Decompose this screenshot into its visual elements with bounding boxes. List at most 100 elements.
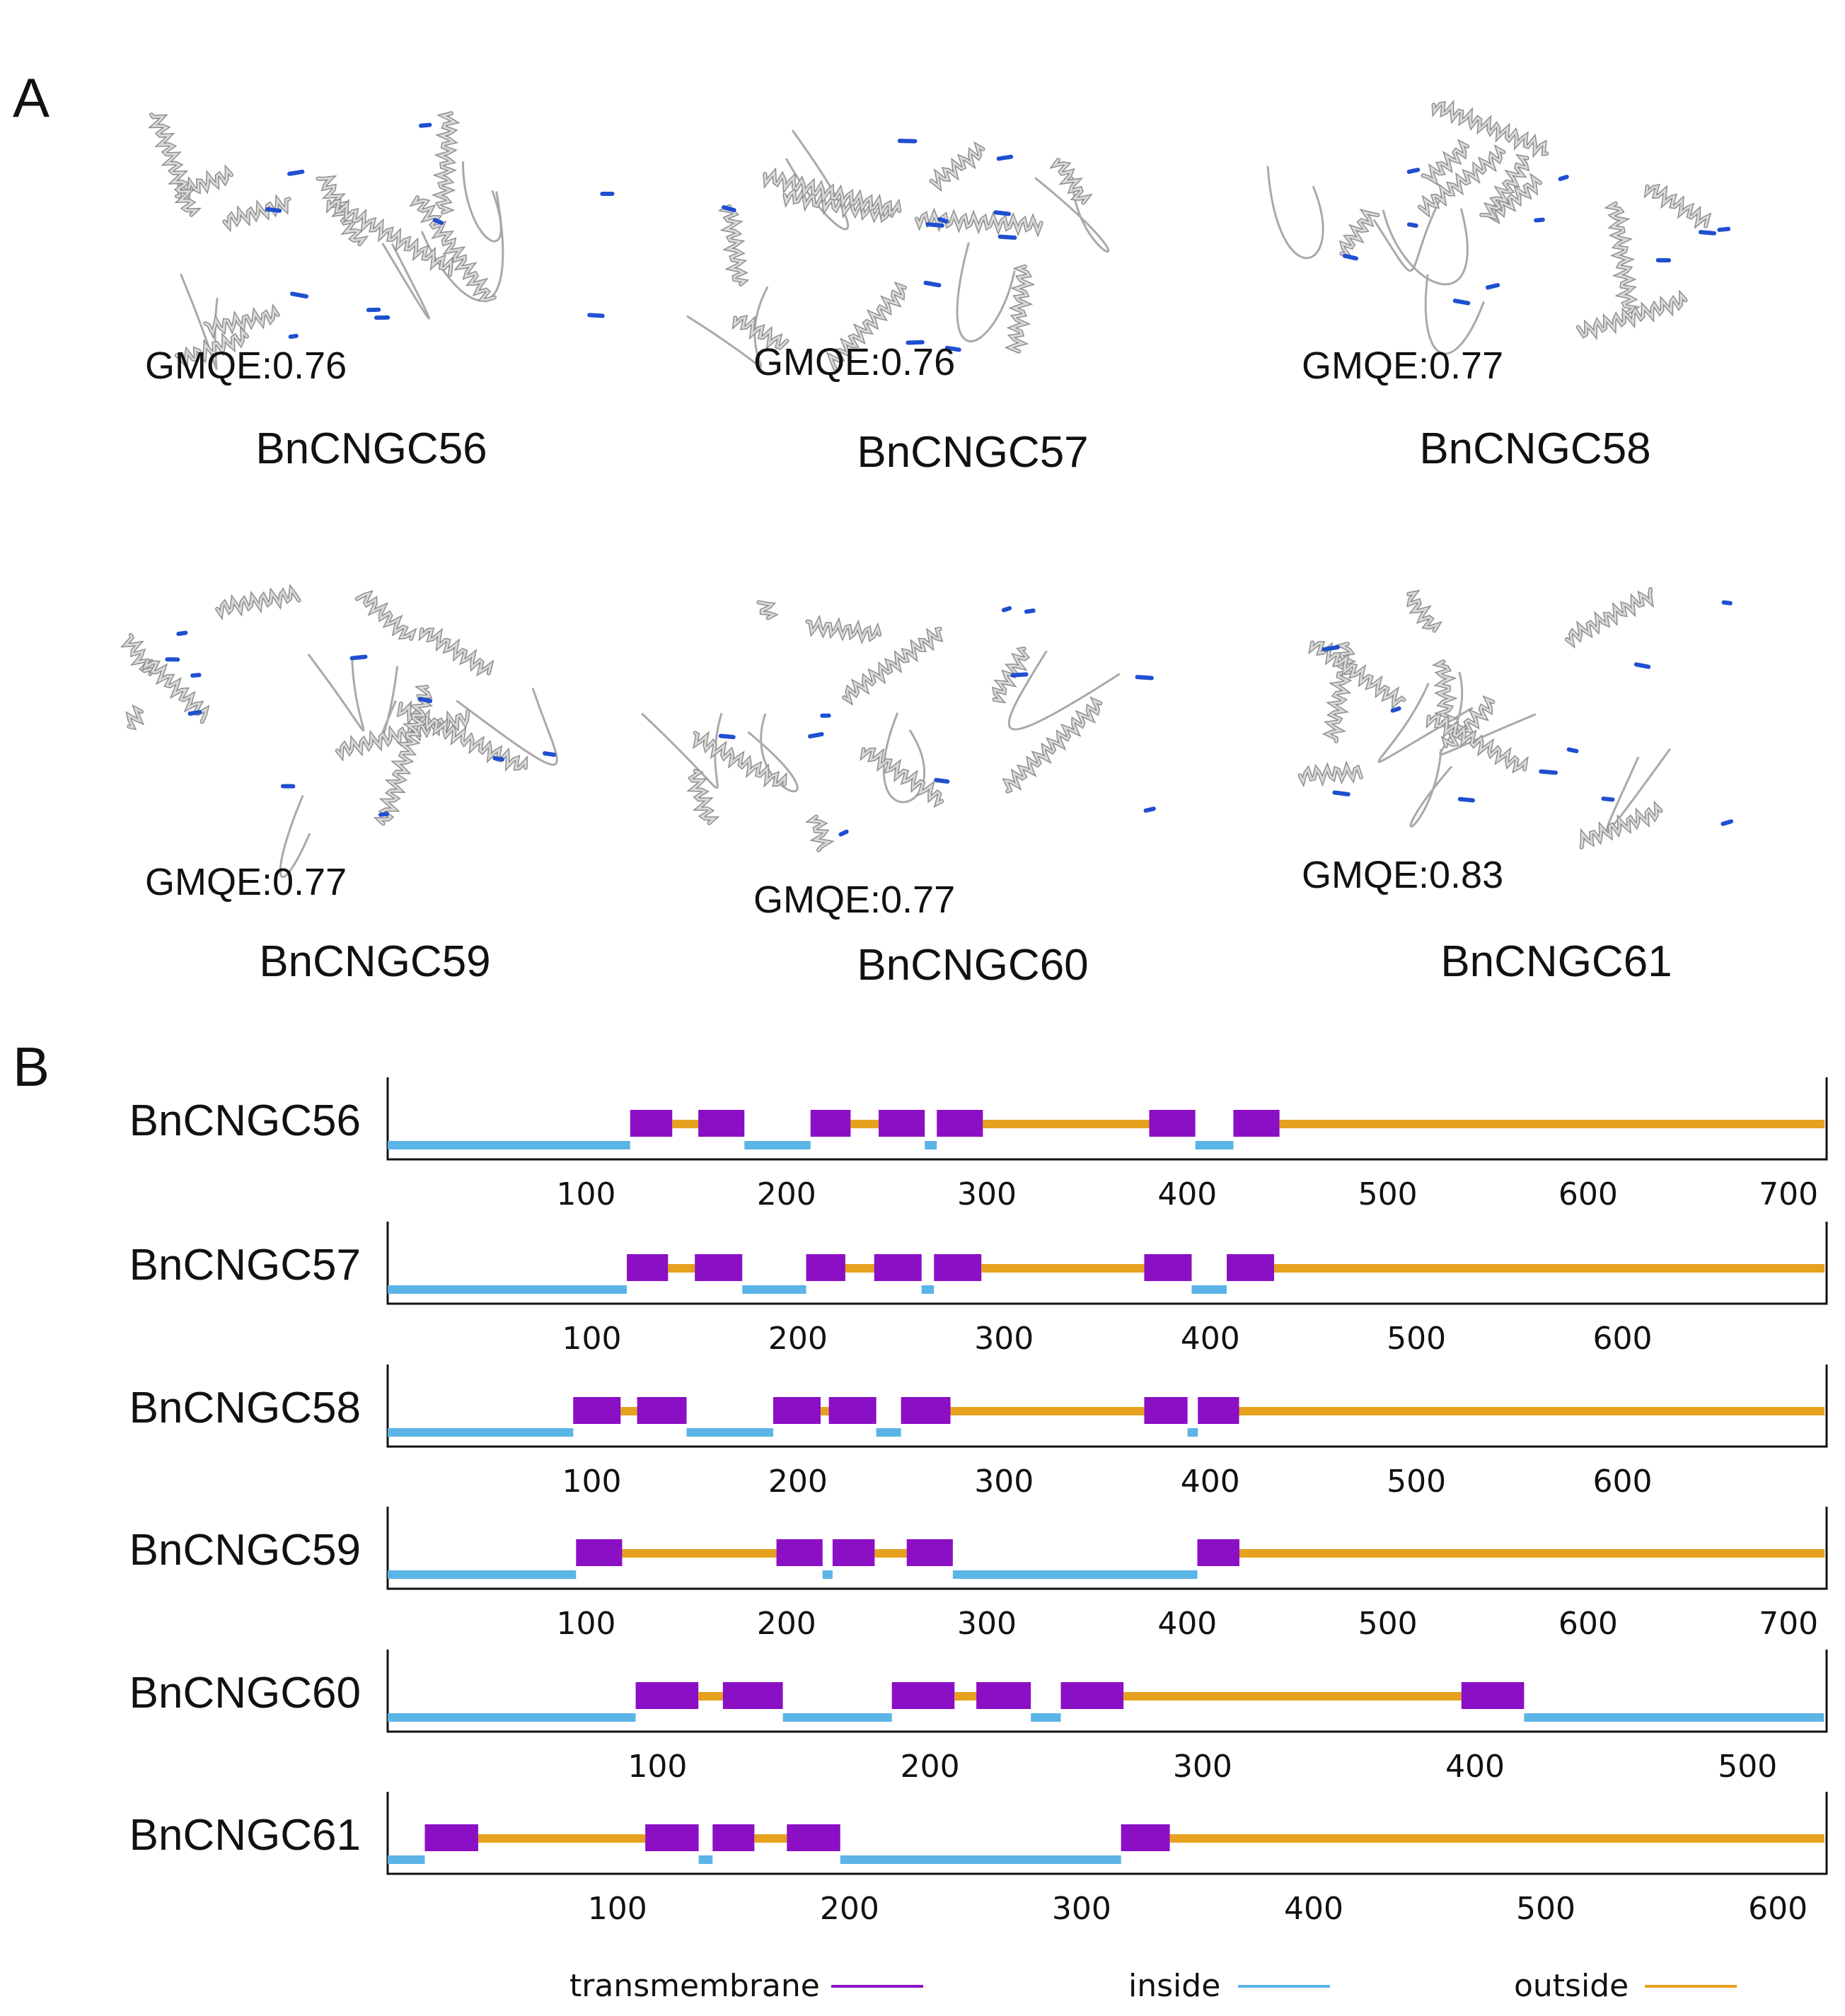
inside-segment [1031, 1713, 1061, 1722]
tick-label: 100 [588, 1891, 647, 1927]
inside-segment [822, 1570, 833, 1579]
tick-label: 500 [1387, 1321, 1446, 1357]
track-frame [386, 1792, 1828, 1875]
transmembrane-segment [810, 1110, 851, 1137]
transmembrane-segment [891, 1682, 955, 1709]
tick-label: 300 [1052, 1891, 1111, 1927]
gmqe-score: GMQE:0.77 [1302, 344, 1503, 387]
protein-ribbon-image [1266, 99, 1731, 355]
legend-label: outside [1514, 1968, 1629, 2004]
inside-segment [1195, 1141, 1234, 1149]
tick-label: 600 [1593, 1464, 1653, 1500]
transmembrane-segment [1233, 1110, 1280, 1137]
outside-segment [981, 1264, 1145, 1273]
inside-segment [744, 1141, 811, 1149]
transmembrane-segment [1197, 1539, 1239, 1566]
transmembrane-segment [1144, 1397, 1188, 1424]
transmembrane-segment [712, 1824, 755, 1851]
inside-segment [388, 1713, 636, 1722]
gmqe-score: GMQE:0.77 [753, 879, 955, 921]
tick-label: 500 [1358, 1606, 1418, 1642]
tick-label: 500 [1387, 1464, 1446, 1500]
inside-segment [742, 1285, 806, 1294]
outside-segment [874, 1549, 907, 1558]
tick-label: 200 [820, 1891, 879, 1927]
protein-ribbon-image [147, 111, 615, 371]
tick-label: 400 [1445, 1749, 1505, 1785]
transmembrane-segment [806, 1254, 845, 1281]
track-name: BnCNGC58 [129, 1384, 361, 1432]
inside-segment [388, 1570, 577, 1579]
transmembrane-segment [776, 1539, 823, 1566]
legend-label: inside [1128, 1968, 1220, 2004]
track-name: BnCNGC61 [129, 1811, 361, 1860]
transmembrane-segment [976, 1682, 1031, 1709]
inside-segment [921, 1285, 935, 1294]
tick-label: 600 [1593, 1321, 1653, 1357]
track-frame [386, 1077, 1828, 1161]
gmqe-score: GMQE:0.83 [1302, 854, 1503, 896]
transmembrane-segment [695, 1254, 743, 1281]
inside-segment [840, 1855, 1121, 1864]
tick-label: 300 [974, 1464, 1034, 1500]
transmembrane-segment [573, 1397, 621, 1424]
inside-segment [686, 1428, 773, 1437]
tick-label: 400 [1181, 1321, 1240, 1357]
outside-segment [820, 1407, 829, 1415]
transmembrane-segment [1198, 1397, 1239, 1424]
tick-label: 400 [1157, 1176, 1217, 1212]
gmqe-score: GMQE:0.76 [145, 344, 347, 387]
tick-label: 700 [1759, 1176, 1818, 1212]
inside-segment [1524, 1713, 1824, 1722]
inside-segment [698, 1855, 713, 1864]
track-frame [386, 1650, 1828, 1733]
tick-label: 400 [1284, 1891, 1343, 1927]
tick-label: 300 [1173, 1749, 1232, 1785]
tick-label: 300 [957, 1606, 1017, 1642]
transmembrane-segment [645, 1824, 699, 1851]
outside-segment [983, 1120, 1150, 1128]
legend-item-outside: outside [1514, 1968, 1737, 2004]
transmembrane-segment [635, 1682, 699, 1709]
transmembrane-segment [787, 1824, 840, 1851]
tick-label: 200 [768, 1321, 828, 1357]
outside-segment [1274, 1264, 1825, 1273]
track-name: BnCNGC57 [129, 1241, 361, 1290]
tick-label: 100 [556, 1176, 615, 1212]
tick-label: 500 [1358, 1176, 1418, 1212]
transmembrane-segment [937, 1110, 983, 1137]
panel-a-structures: GMQE:0.76BnCNGC56GMQE:0.76BnCNGC57GMQE:0… [120, 99, 1734, 990]
transmembrane-segment [424, 1824, 478, 1851]
transmembrane-segment [828, 1397, 877, 1424]
transmembrane-segment [1149, 1110, 1196, 1137]
inside-segment [1187, 1428, 1198, 1437]
legend-item-transmembrane: transmembrane [569, 1968, 923, 2004]
track-name: BnCNGC59 [129, 1526, 361, 1575]
inside-segment [1191, 1285, 1227, 1294]
inside-segment [876, 1428, 901, 1437]
track-frame [386, 1365, 1828, 1448]
outside-segment [845, 1264, 874, 1273]
transmembrane-segment [934, 1254, 982, 1281]
outside-segment [850, 1120, 879, 1128]
panel-a-label: A [13, 66, 50, 129]
transmembrane-segment [832, 1539, 875, 1566]
tick-label: 600 [1558, 1176, 1618, 1212]
transmembrane-segment [773, 1397, 821, 1424]
tick-label: 600 [1748, 1891, 1808, 1927]
tick-label: 400 [1181, 1464, 1240, 1500]
transmembrane-segment [1144, 1254, 1192, 1281]
outside-segment [1239, 1407, 1825, 1415]
track-name: BnCNGC56 [129, 1096, 361, 1145]
tick-label: 200 [901, 1749, 960, 1785]
outside-segment [698, 1692, 723, 1701]
protein-name: BnCNGC57 [857, 428, 1088, 477]
tick-label: 600 [1558, 1606, 1618, 1642]
